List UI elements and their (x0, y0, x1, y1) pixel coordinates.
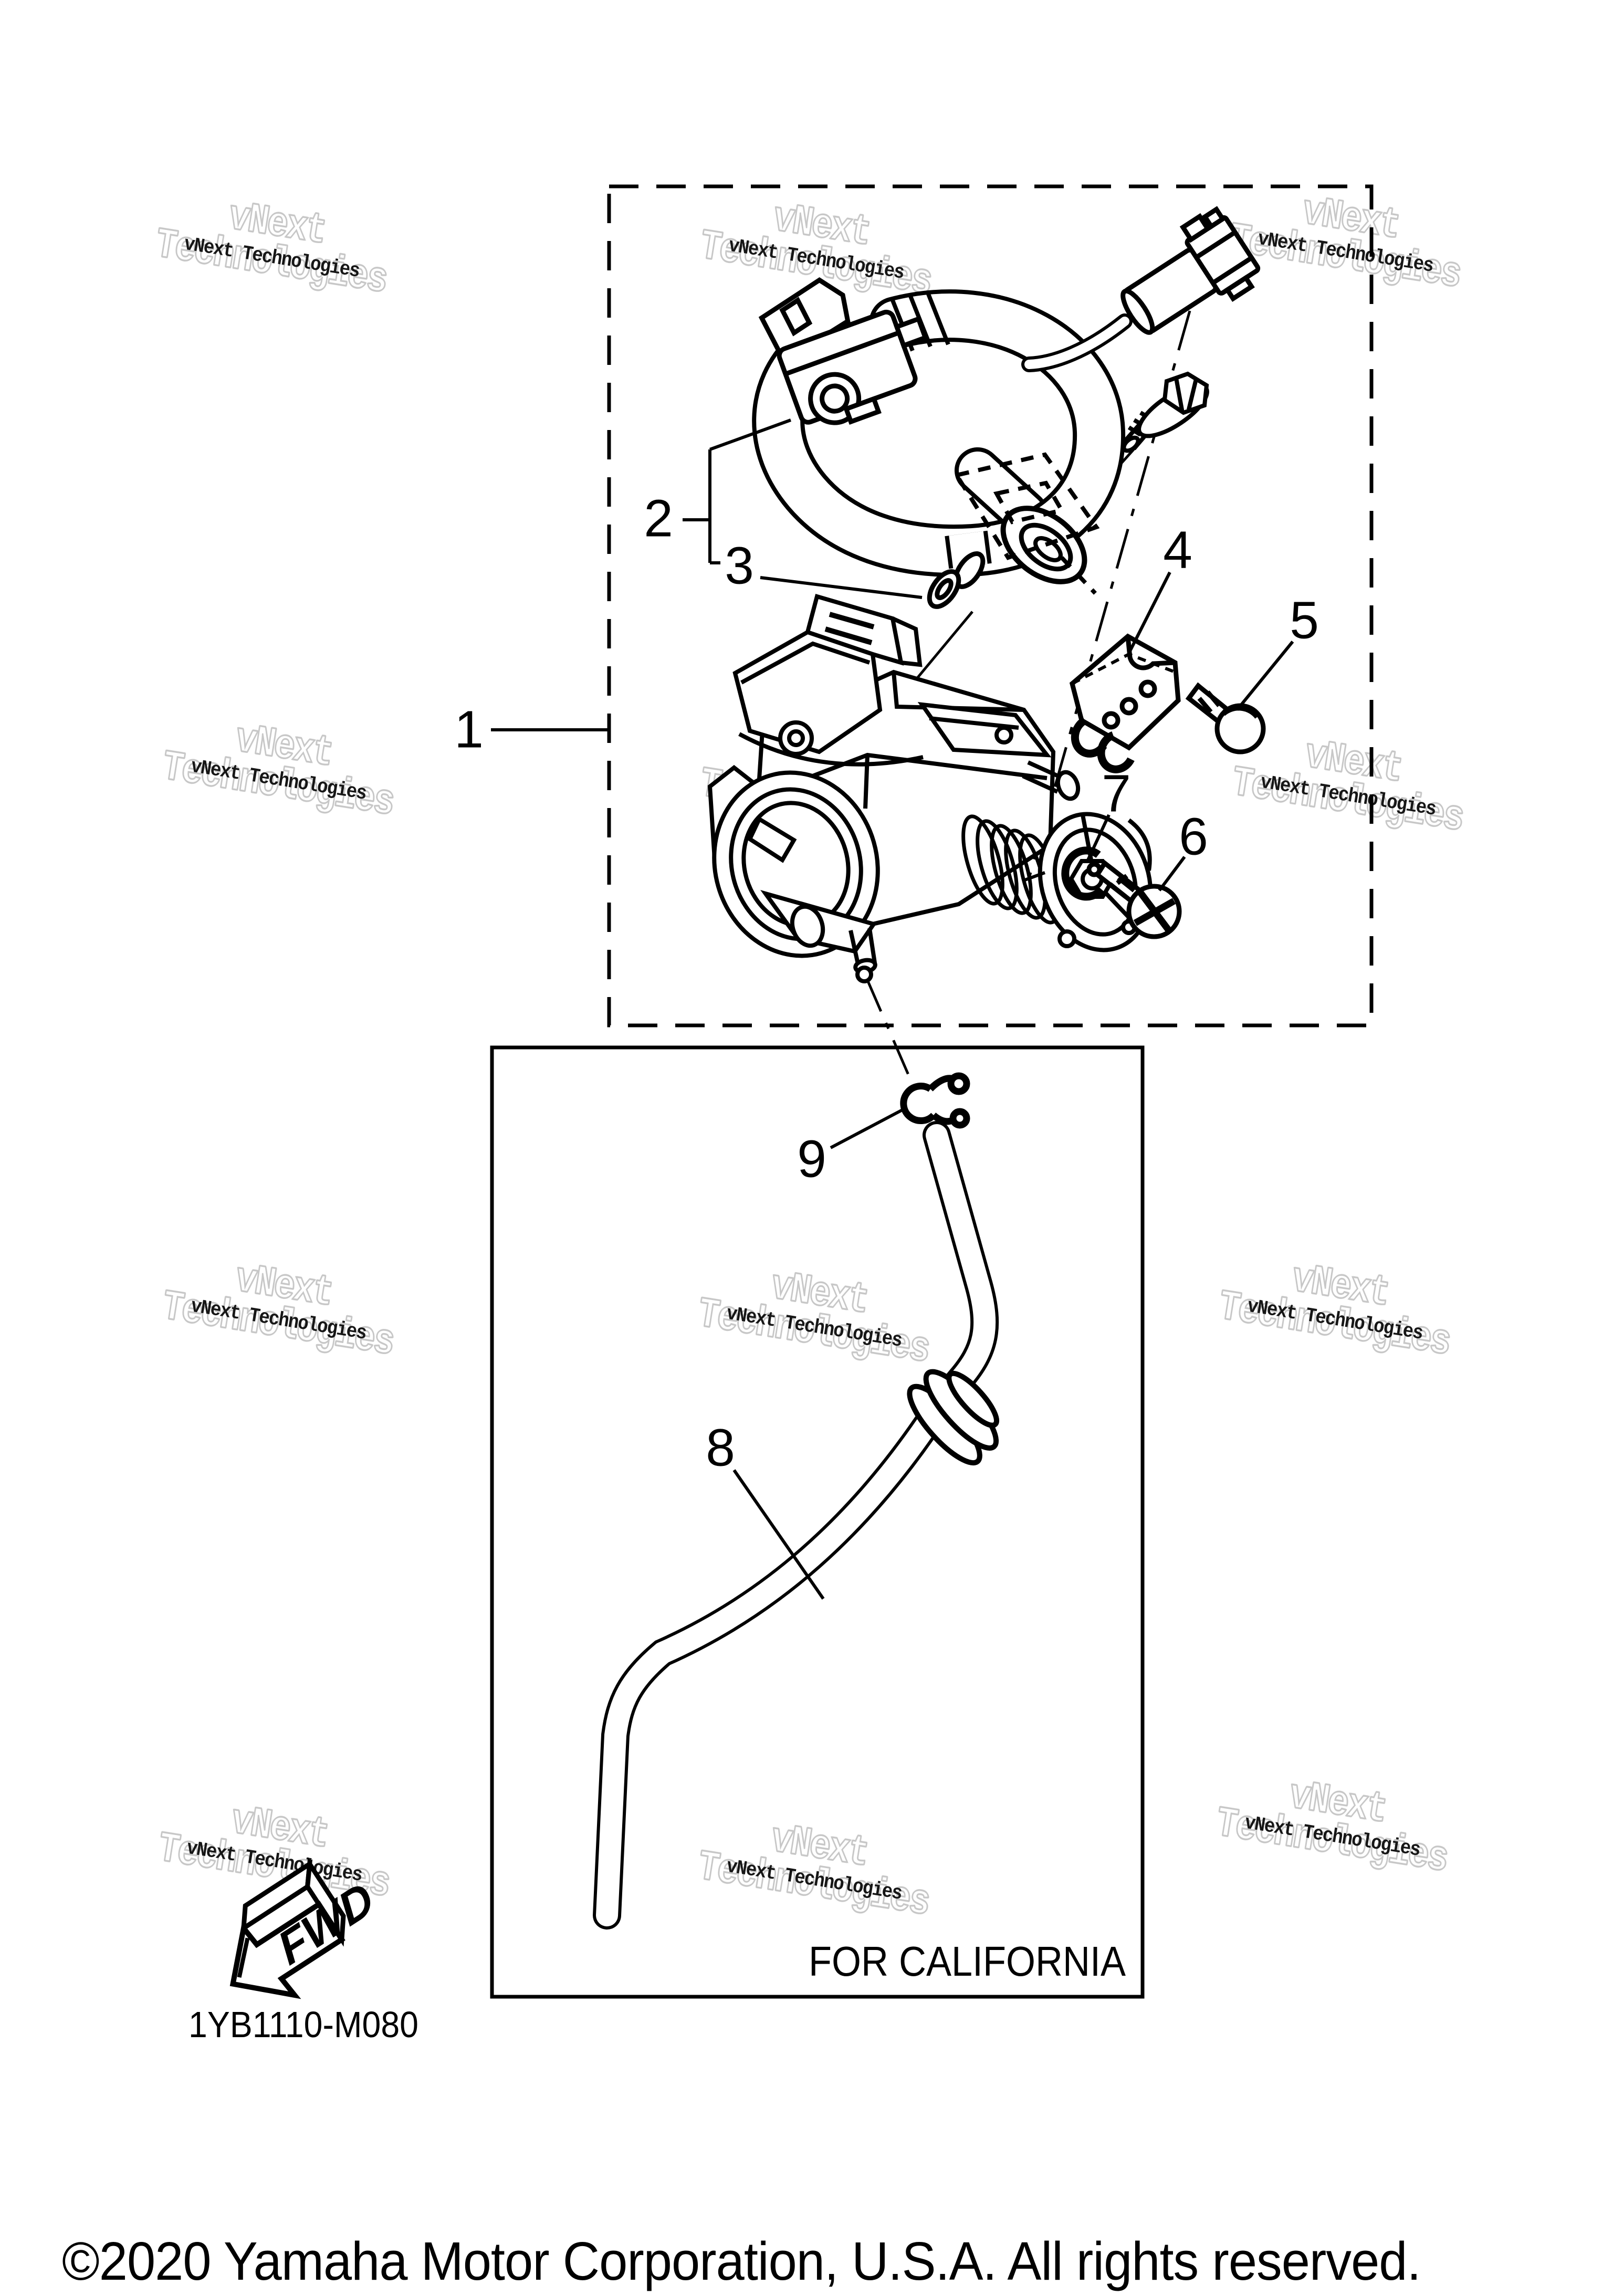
leader-line-7 (1086, 814, 1111, 861)
california-label: FOR CALIFORNIA (808, 1938, 1126, 1985)
clamp-drawing (900, 1072, 970, 1129)
leader-line-5 (1235, 641, 1294, 711)
hose8-drawing (607, 1135, 984, 1915)
california-box (490, 1045, 1145, 1999)
flange-bolt-drawing (1122, 371, 1209, 453)
leader-line-8 (732, 1469, 825, 1600)
copyright-text: ©2020 Yamaha Motor Corporation, U.S.A. A… (62, 2231, 1421, 2291)
callout-7: 7 (1102, 764, 1131, 823)
callout-9: 9 (797, 1129, 826, 1189)
callout-6: 6 (1179, 807, 1208, 866)
leader-line-6 (1158, 856, 1186, 892)
leader-line-9 (830, 1106, 907, 1149)
connector-drawing (1120, 206, 1261, 335)
solenoid-valve-drawing (758, 277, 929, 425)
throttle-body-drawing (707, 594, 1153, 983)
screw6-drawing (1086, 859, 1182, 939)
leader-line-3 (760, 576, 923, 599)
callout-2: 2 (644, 489, 673, 548)
hidden-clamp (953, 452, 1100, 595)
grommet-drawing (907, 1369, 999, 1466)
o-ring-drawing (927, 569, 961, 609)
callout-1: 1 (454, 700, 484, 759)
screw5-drawing (1185, 682, 1266, 754)
hose-bell-end (1000, 506, 1087, 584)
assembly-group-box (607, 184, 1374, 1028)
hose-assembly-drawing (778, 294, 1100, 609)
fwd-arrow-icon: FWD (229, 1857, 382, 1999)
leader-lines (491, 418, 1294, 1600)
leader-line-4 (1128, 571, 1171, 652)
nipple-axis-line (865, 977, 915, 1087)
c-ring-drawing (1061, 846, 1105, 901)
callout-4: 4 (1163, 520, 1192, 580)
callout-3: 3 (725, 536, 754, 595)
part-number: 1YB1110-M080 (188, 2004, 418, 2045)
bracket-drawing (1069, 633, 1181, 773)
leader-line-2 (683, 418, 792, 564)
c-ring-axis-tick (1024, 871, 1046, 882)
callout-8: 8 (706, 1418, 735, 1477)
callout-5: 5 (1290, 591, 1319, 650)
